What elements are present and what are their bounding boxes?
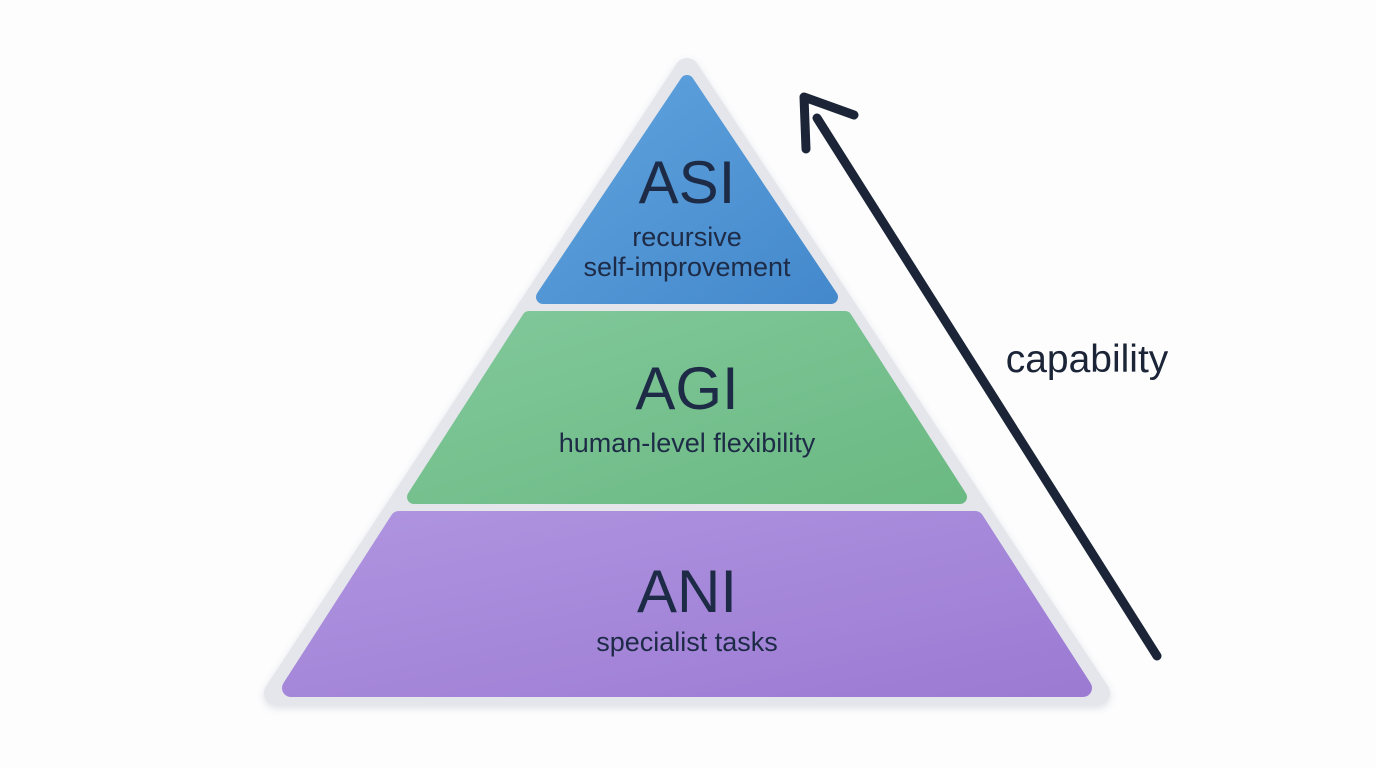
arrow-shaft bbox=[812, 113, 1162, 661]
tier-asi-label: ASI bbox=[639, 149, 736, 216]
pyramid bbox=[264, 58, 1110, 705]
tier-ani-shape bbox=[282, 511, 1092, 697]
tier-ani-subline: specialist tasks bbox=[596, 627, 778, 657]
tier-agi-label: AGI bbox=[635, 355, 738, 422]
tier-agi-shape bbox=[407, 311, 967, 504]
capability-axis-label: capability bbox=[1006, 338, 1169, 381]
tier-asi-shape bbox=[536, 75, 838, 304]
tier-asi-subline-2: self-improvement bbox=[583, 252, 791, 282]
tier-asi-subline-1: recursive bbox=[632, 222, 742, 252]
tier-ani-label: ANI bbox=[637, 558, 737, 625]
tier-agi-subline: human-level flexibility bbox=[559, 428, 816, 458]
arrowhead-icon bbox=[799, 92, 859, 154]
capability-axis-arrow bbox=[799, 92, 1162, 661]
